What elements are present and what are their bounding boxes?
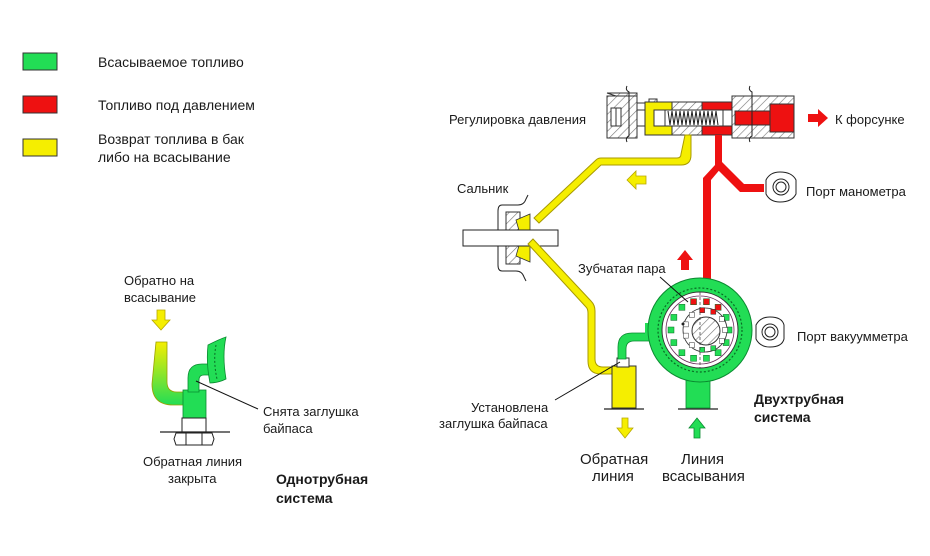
inner-gear-tooth xyxy=(722,327,728,333)
suction-line-label-line2: всасывания xyxy=(662,468,745,485)
inner-gear-tooth xyxy=(699,347,705,353)
pressure-adjust-label: Регулировка давления xyxy=(449,112,586,127)
inner-gear-tooth xyxy=(683,332,689,339)
gear-pump xyxy=(645,277,753,410)
to-nozzle-arrow-icon xyxy=(808,109,828,127)
outer-gear-tooth xyxy=(667,326,675,334)
outer-gear-tooth xyxy=(703,355,710,362)
return-pipe-lower xyxy=(527,238,624,375)
single-top-label-line1: Обратно на xyxy=(124,273,195,288)
two-pipe-system: Регулировка давления К форсунке Сальник … xyxy=(439,85,909,485)
gauge-port-label: Порт манометра xyxy=(806,184,907,199)
single-system-title-line1: Однотрубная xyxy=(276,471,368,487)
single-closed-label-line2: закрыта xyxy=(168,471,217,486)
inner-gear-tooth xyxy=(699,307,705,313)
outer-gear-tooth xyxy=(670,339,678,346)
inner-gear-teeth xyxy=(683,307,728,353)
legend-item-suction: Всасываемое топливо xyxy=(22,52,244,71)
single-fitting-body xyxy=(182,389,207,419)
gauge-branch-pipe xyxy=(718,162,764,192)
bypass-plug-fitting xyxy=(611,365,637,409)
legend-item-return: Возврат топлива в бак либо на всасывание xyxy=(22,131,245,165)
pump-shaft xyxy=(462,229,559,247)
single-nut-lower xyxy=(173,432,215,446)
outer-gear-tooth xyxy=(703,298,710,305)
two-pipe-system-title-line1: Двухтрубная xyxy=(754,391,844,407)
outer-gear-tooth xyxy=(690,355,697,362)
legend-swatch-pressure xyxy=(22,95,58,114)
legend-item-pressure: Топливо под давлением xyxy=(22,95,255,114)
pump-shaft-section xyxy=(691,316,721,346)
return-line-label-line2: линия xyxy=(592,468,634,485)
bypass-installed-label-line2: заглушка байпаса xyxy=(439,416,548,431)
legend-swatch-suction xyxy=(22,52,58,71)
outer-gear-tooth xyxy=(678,304,686,311)
single-banjo-fitting xyxy=(206,336,227,384)
suction-inlet xyxy=(685,379,711,409)
suction-up-arrow-icon xyxy=(688,417,706,439)
legend-label-return-line1: Возврат топлива в бак xyxy=(98,131,245,147)
gear-label: Зубчатая пара xyxy=(578,261,666,276)
inner-gear-tooth xyxy=(710,345,717,351)
single-top-label-line2: всасывание xyxy=(124,290,196,305)
return-line-label-line1: Обратная xyxy=(580,451,648,468)
outer-gear-tooth xyxy=(714,304,722,311)
gauge-port xyxy=(765,171,797,203)
return-down-arrow-icon-2 xyxy=(616,417,634,439)
inner-gear-tooth xyxy=(689,312,695,318)
inner-gear-tooth xyxy=(719,316,725,322)
two-pipe-system-title-line2: система xyxy=(754,409,811,425)
single-system-title-line2: система xyxy=(276,490,333,506)
single-pipe-system: Обратно на всасывание Снята заглушка бай… xyxy=(124,273,368,506)
single-nut-upper xyxy=(181,417,207,433)
pressure-regulator xyxy=(606,85,795,143)
legend: Всасываемое топливо Топливо под давление… xyxy=(22,52,255,165)
outer-gear-tooth xyxy=(678,349,686,356)
pressure-pipe xyxy=(703,135,722,282)
return-down-arrow-icon xyxy=(151,309,171,331)
seal-label: Сальник xyxy=(457,181,509,196)
pressure-up-arrow-icon xyxy=(677,250,693,270)
single-closed-label-line1: Обратная линия xyxy=(143,454,242,469)
regulator-spring xyxy=(667,110,719,126)
return-pipe-upper xyxy=(533,134,692,224)
nozzle-label: К форсунке xyxy=(835,112,905,127)
inner-gear-tooth xyxy=(710,309,717,315)
suction-line-label-line1: Линия xyxy=(681,451,724,468)
legend-label-pressure: Топливо под давлением xyxy=(98,97,255,113)
return-left-arrow-icon xyxy=(626,170,647,190)
legend-swatch-return xyxy=(22,138,58,157)
shaft-seal xyxy=(462,194,559,282)
outer-gear-tooth xyxy=(690,298,697,305)
vacuum-port-label: Порт вакуумметра xyxy=(797,329,909,344)
inner-gear-tooth xyxy=(689,342,695,348)
outer-gear-tooth xyxy=(670,314,678,321)
legend-label-suction: Всасываемое топливо xyxy=(98,54,244,70)
single-bypass-label-line1: Снята заглушка xyxy=(263,404,359,419)
outer-gear-tooth xyxy=(714,349,722,356)
single-bypass-label-line2: байпаса xyxy=(263,421,313,436)
inner-gear-tooth xyxy=(719,338,725,344)
bypass-installed-label-line1: Установлена xyxy=(471,400,549,415)
outer-gear-teeth xyxy=(667,298,733,362)
legend-label-return-line2: либо на всасывание xyxy=(98,149,231,165)
vacuum-port xyxy=(755,316,785,348)
